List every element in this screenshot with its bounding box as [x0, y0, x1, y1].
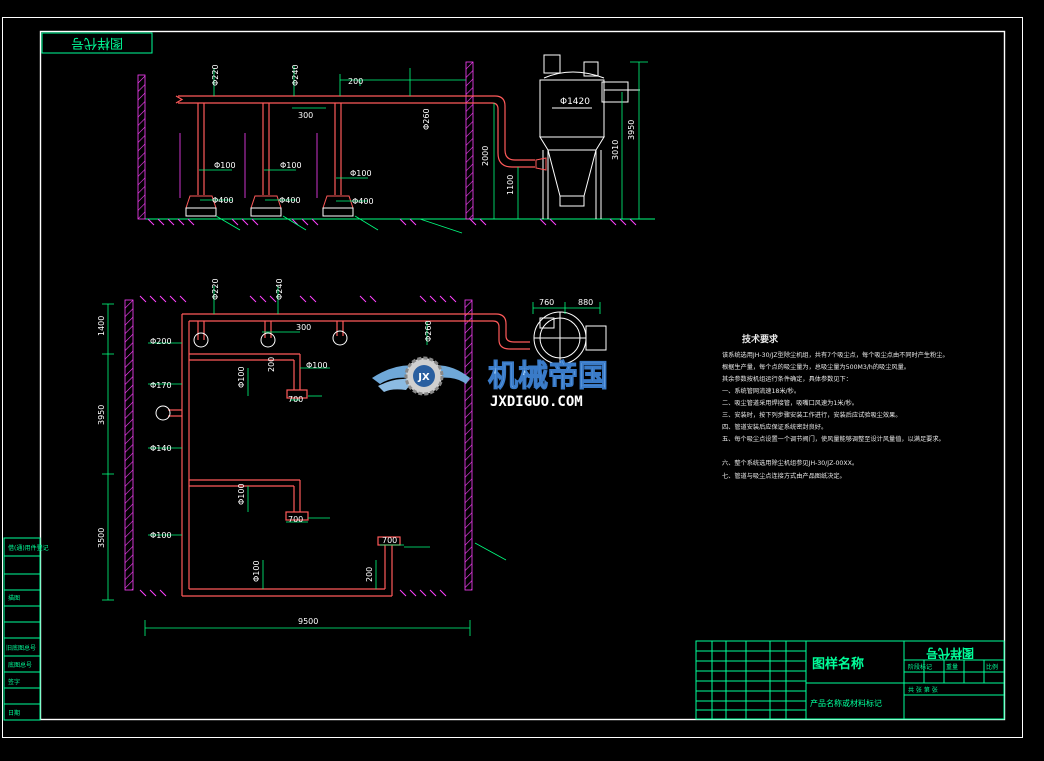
watermark-url: JXDIGUO.COM: [490, 394, 583, 410]
dim-d220-elev: Φ220: [211, 64, 220, 86]
dim-200b-plan: 200: [365, 567, 374, 582]
dim-700c-plan: 700: [382, 536, 397, 545]
dim-d100a-elev: Φ100: [214, 161, 236, 170]
dim-9500: 9500: [298, 617, 318, 626]
notes-line-7: 四、管道安装后应保证系统密封良好。: [722, 423, 827, 431]
notes-line-5: 二、吸尘管道采用焊接管，吸嘴口风速为1米/秒。: [722, 399, 858, 407]
watermark-badge: JX: [417, 372, 430, 383]
elevation-view: Φ220 Φ240 200 300 Φ260 Φ100 Φ100 Φ100 Φ4…: [137, 54, 655, 234]
watermark-logo: JX 机械帝国 JXDIGUO.COM: [372, 356, 609, 410]
dim-760: 760: [539, 298, 554, 307]
notes-line-1: 该系统选用JH-30/JZ型除尘机组，共有7个吸尘点，每个吸尘点由不同时产生粉尘…: [722, 351, 949, 359]
notes-line-2: 根据生产量，每个点的吸尘量为，总吸尘量为500M3/h的吸尘风量。: [722, 363, 910, 371]
plan-view: Φ220 Φ240 300 Φ260 Φ200 Φ170 Φ140 Φ100 Φ…: [97, 278, 607, 636]
notes-line-10: 七、管道与吸尘点连接方式由产品图纸决定。: [722, 472, 846, 480]
left-block-r2: 描图: [8, 594, 20, 602]
corner-stamp: 图样代号: [41, 32, 153, 54]
notes-line-8: 五、每个吸尘点设置一个调节阀门，使风量能够调整至设计风量值，以满足要求。: [722, 435, 945, 443]
dim-d400c-elev: Φ400: [352, 197, 374, 206]
left-sidebar-block: 借(通)用件登记 描图 旧底图总号 底图总号 签字 日期: [3, 537, 49, 721]
dim-1100: 1100: [506, 175, 515, 195]
dim-d240-plan: Φ240: [275, 278, 284, 300]
notes-line-3: 其余参数按机组运行条件确定，具体参数见下：: [722, 375, 852, 383]
dim-1400: 1400: [97, 316, 106, 336]
dim-200a-plan: 200: [267, 357, 276, 372]
left-block-r4: 底图总号: [8, 661, 32, 669]
watermark-name: 机械帝国: [488, 359, 608, 394]
dim-d400b-elev: Φ400: [279, 196, 301, 205]
dim-d100-r2: Φ100: [237, 366, 246, 388]
dim-300-elev: 300: [298, 111, 313, 120]
material-mark: 产品名称或材料标记: [810, 698, 882, 708]
drawing-name: 图样名称: [812, 656, 864, 672]
dim-200-elev: 200: [348, 77, 363, 86]
weight-label: 重量: [946, 663, 958, 671]
dim-d400a-elev: Φ400: [212, 196, 234, 205]
dim-d140-plan: Φ140: [150, 444, 172, 453]
left-block-r3: 旧底图总号: [6, 644, 36, 652]
dim-d260-elev: Φ260: [422, 108, 431, 130]
dim-2000: 2000: [481, 146, 490, 166]
technical-notes: 技术要求 该系统选用JH-30/JZ型除尘机组，共有7个吸尘点，每个吸尘点由不同…: [722, 333, 949, 480]
dim-d260-plan: Φ260: [424, 320, 433, 342]
dim-3950: 3950: [627, 120, 636, 140]
dim-d100b-elev: Φ100: [280, 161, 302, 170]
notes-title: 技术要求: [742, 333, 779, 345]
dim-3950-plan: 3950: [97, 405, 106, 425]
notes-line-4: 一、系统管网流速18米/秒。: [722, 387, 800, 395]
scale-label: 比例: [986, 663, 998, 671]
notes-line-6: 三、安装时，按下列步骤安装工作进行，安装后应试验吸尘效果。: [722, 411, 901, 419]
stage-mark: 阶段标记: [908, 663, 932, 671]
dim-700a-plan: 700: [288, 395, 303, 404]
dim-3500: 3500: [97, 528, 106, 548]
left-block-r5: 签字: [8, 678, 20, 686]
dim-3010: 3010: [611, 140, 620, 160]
dim-d1420: Φ1420: [560, 97, 590, 107]
dim-700b-plan: 700: [288, 515, 303, 524]
left-block-r1: 借(通)用件登记: [8, 544, 49, 552]
inner-border: [39, 30, 1006, 721]
drawing-code: 图样代号: [926, 646, 974, 661]
dim-d100-left: Φ100: [150, 531, 172, 540]
dim-880: 880: [578, 298, 593, 307]
dim-d100-r4: Φ100: [252, 560, 261, 582]
dim-300-plan: 300: [296, 323, 311, 332]
dim-d170-plan: Φ170: [150, 381, 172, 390]
sheet-label: 共 张 第 张: [908, 686, 938, 694]
left-block-r6: 日期: [8, 709, 20, 717]
dim-d100c-elev: Φ100: [350, 169, 372, 178]
dim-d100-r3: Φ100: [237, 483, 246, 505]
title-block: 图样名称 图样代号 产品名称或材料标记 阶段标记 重量 比例 共 张 第 张: [695, 640, 1005, 720]
dim-d200-plan: Φ200: [150, 337, 172, 346]
dim-d240-elev: Φ240: [291, 64, 300, 86]
dim-d100-r1: Φ100: [306, 361, 328, 370]
outer-border: [2, 17, 1023, 738]
notes-line-9: 六、整个系统选用除尘机组参见JH-30/JZ-00XX。: [722, 459, 858, 467]
dim-d220-plan: Φ220: [211, 278, 220, 300]
svg-text:图样代号: 图样代号: [71, 35, 123, 50]
